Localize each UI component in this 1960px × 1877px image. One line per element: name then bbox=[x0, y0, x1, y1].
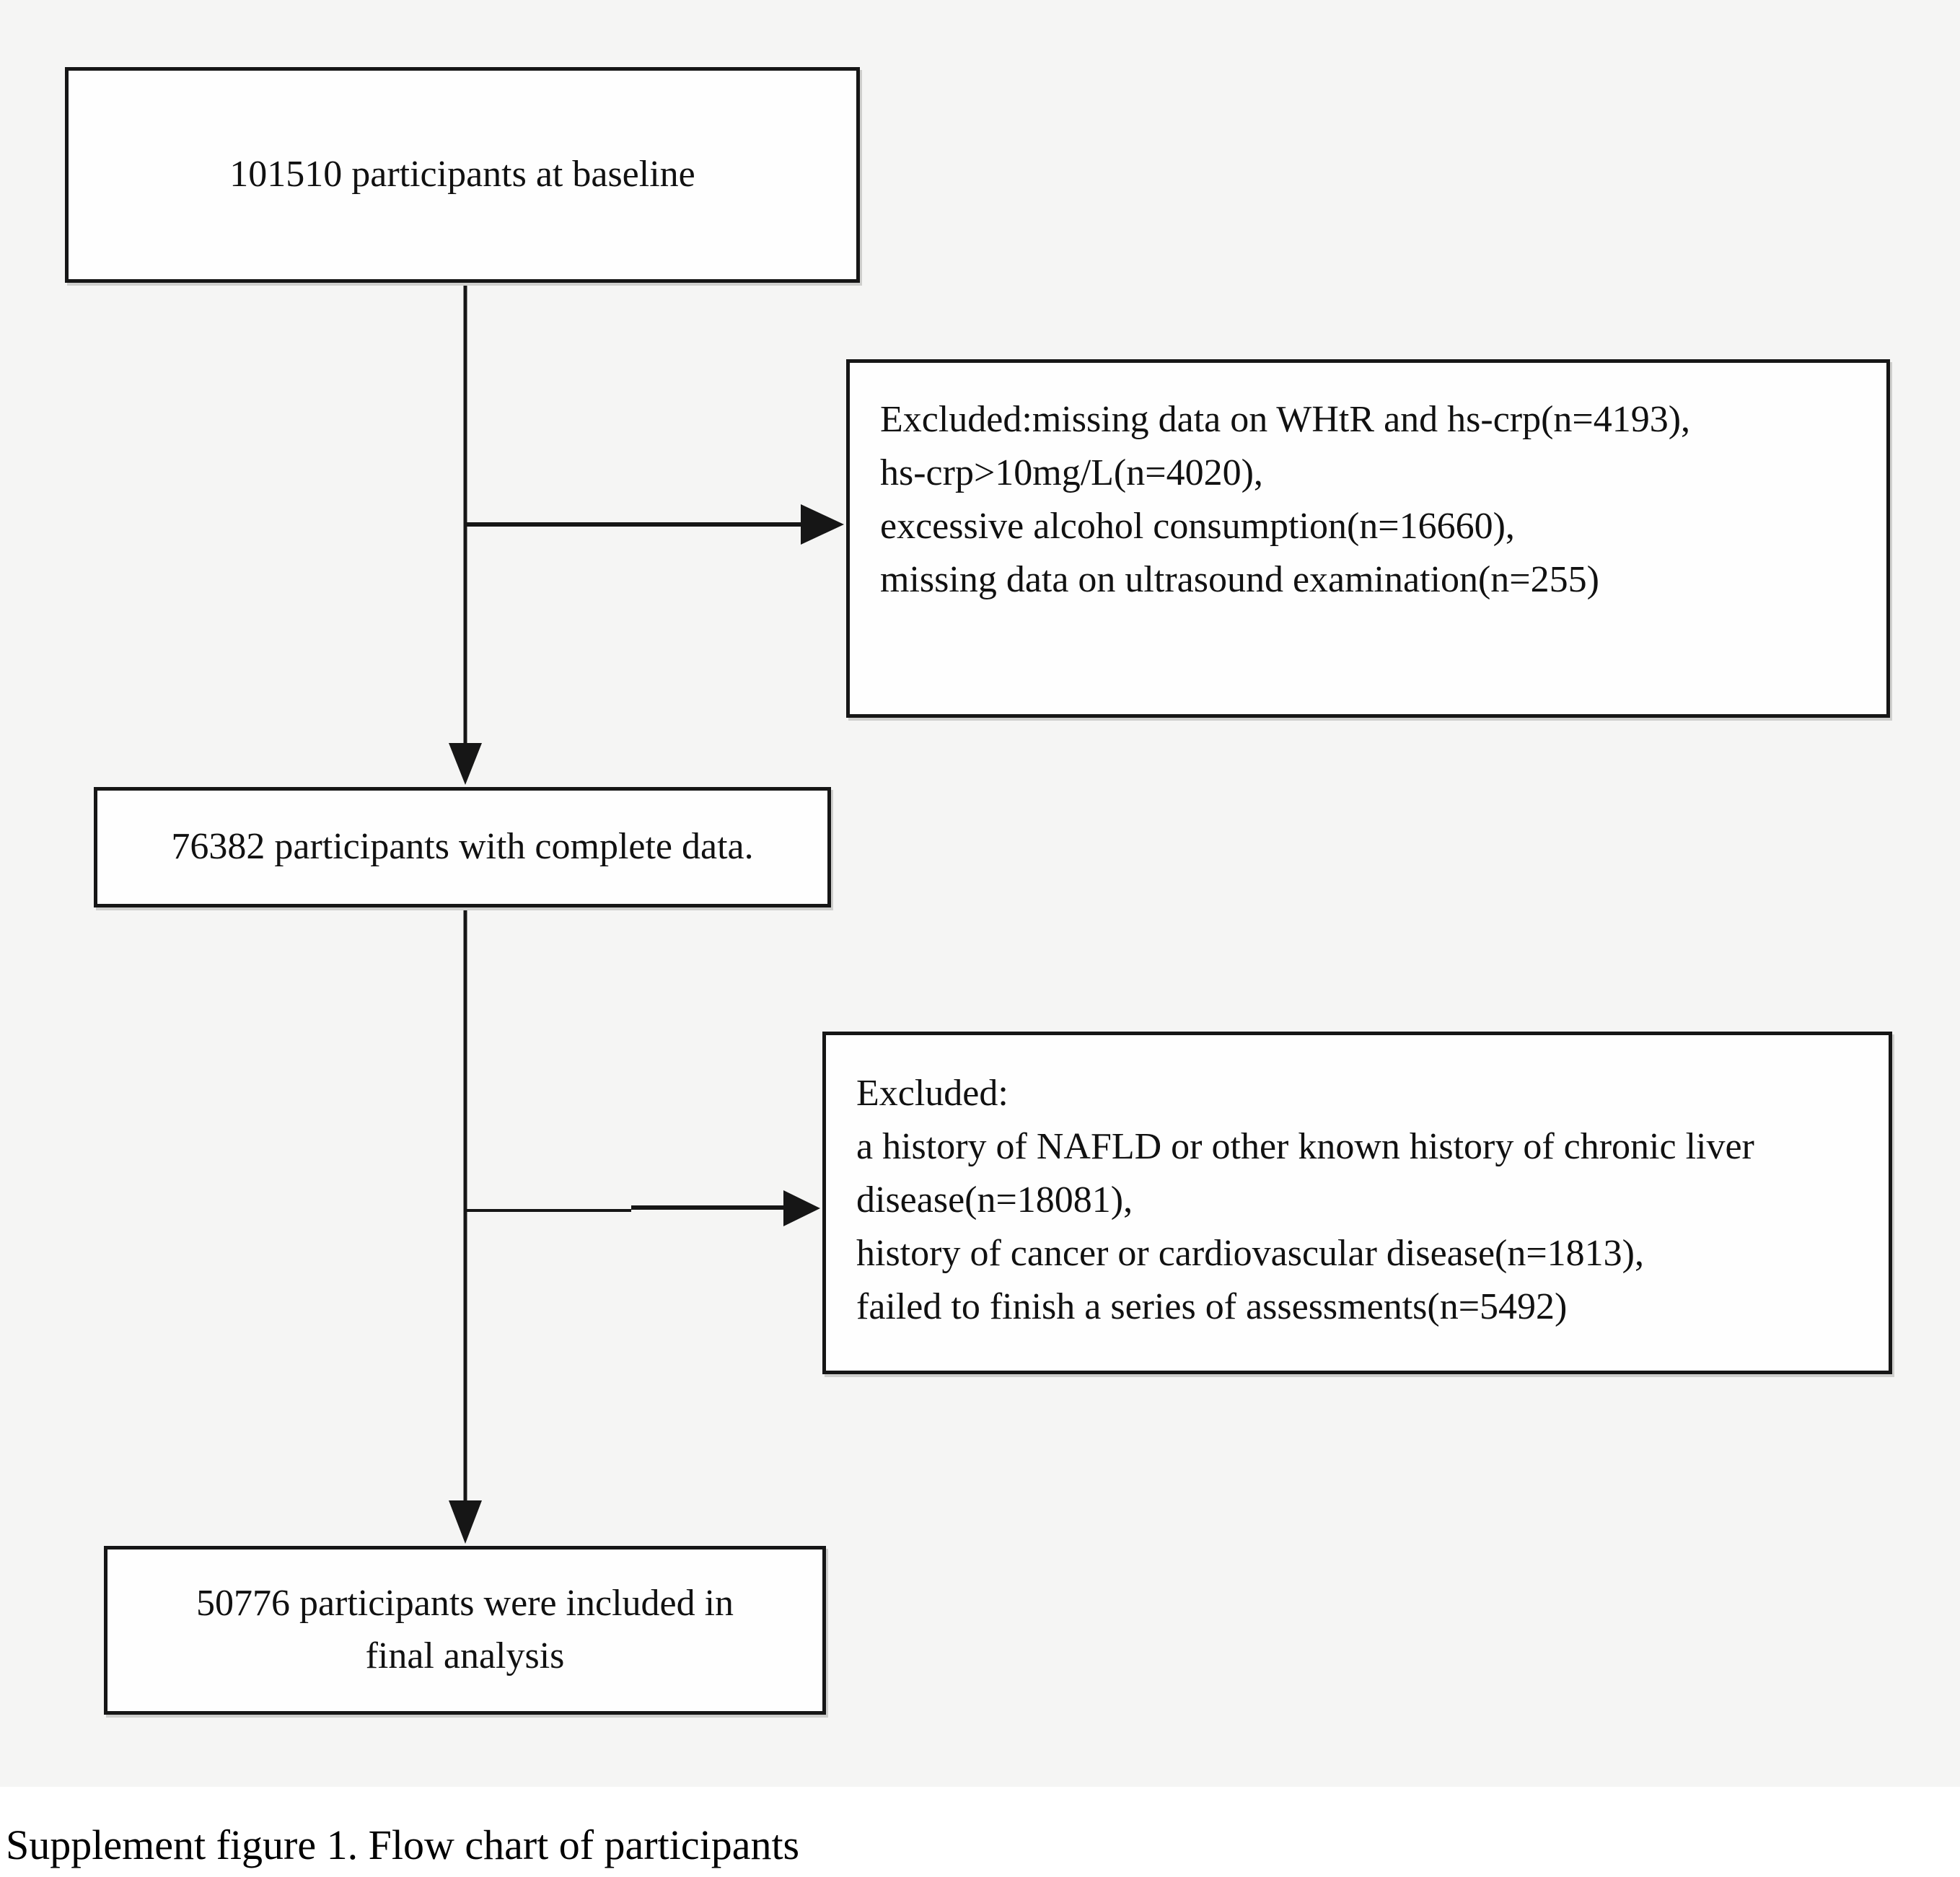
excluded-first-line: hs-crp>10mg/L(n=4020), bbox=[880, 452, 1263, 493]
box-complete-data-text: 76382 participants with complete data. bbox=[171, 826, 754, 868]
box-excluded-second: Excluded: a history of NAFLD or other kn… bbox=[822, 1032, 1892, 1374]
box-complete-data: 76382 participants with complete data. bbox=[94, 787, 831, 907]
excluded-first-line: excessive alcohol consumption(n=16660), bbox=[880, 506, 1515, 547]
arrowhead-down-icon bbox=[449, 1500, 482, 1544]
excluded-first-line: missing data on ultrasound examination(n… bbox=[880, 559, 1599, 600]
arrowhead-down-icon bbox=[449, 743, 482, 785]
excluded-second-line: history of cancer or cardiovascular dise… bbox=[856, 1233, 1644, 1274]
box-participants-baseline-text: 101510 participants at baseline bbox=[229, 154, 695, 195]
box-final-analysis: 50776 participants were included in fina… bbox=[104, 1546, 826, 1715]
excluded-second-line: Excluded: bbox=[856, 1073, 1008, 1114]
arrowhead-right-icon bbox=[783, 1190, 820, 1226]
excluded-second-line: failed to finish a series of assessments… bbox=[856, 1286, 1568, 1327]
excluded-second-line: disease(n=18081), bbox=[856, 1179, 1133, 1221]
excluded-second-line: a history of NAFLD or other known histor… bbox=[856, 1126, 1754, 1167]
box-final-analysis-line2: final analysis bbox=[365, 1635, 565, 1676]
figure-caption: Supplement figure 1. Flow chart of parti… bbox=[6, 1821, 800, 1868]
box-excluded-first: Excluded:missing data on WHtR and hs-crp… bbox=[846, 359, 1890, 718]
box-participants-baseline: 101510 participants at baseline bbox=[65, 67, 860, 283]
box-final-analysis-line1: 50776 participants were included in bbox=[195, 1583, 734, 1625]
excluded-first-line: Excluded:missing data on WHtR and hs-crp… bbox=[880, 399, 1691, 440]
flowchart-canvas: 101510 participants at baseline Excluded… bbox=[0, 0, 1960, 1787]
arrowhead-right-icon bbox=[801, 504, 844, 545]
